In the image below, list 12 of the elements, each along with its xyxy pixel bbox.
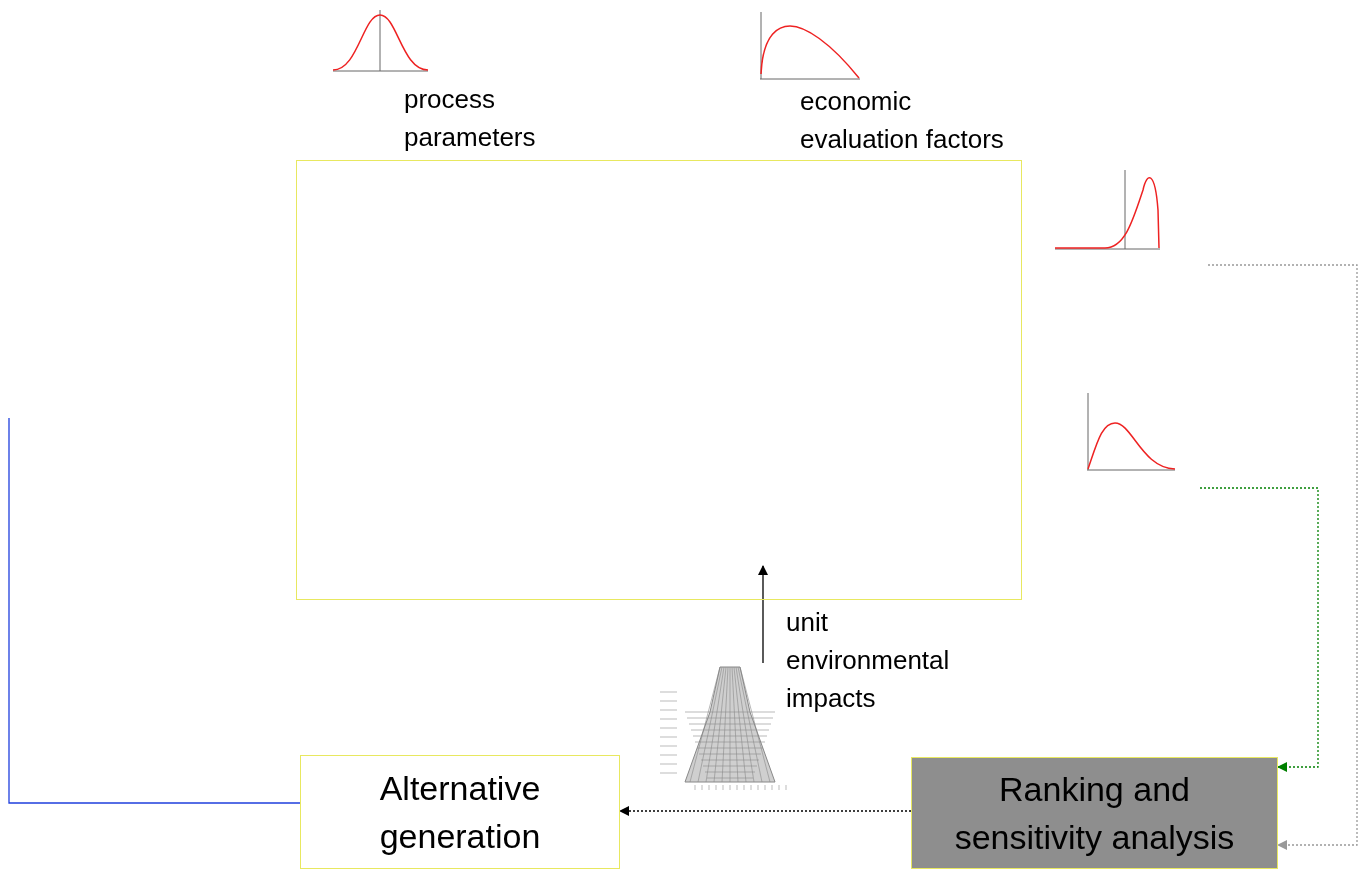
box-label: Alternative generation (378, 768, 542, 857)
box-label: Ranking and sensitivity analysis (953, 769, 1236, 858)
process-box (300, 755, 620, 869)
arrow (1199, 487, 1319, 772)
input-label: process parameters (404, 83, 537, 154)
arrow (758, 565, 768, 664)
input-label: economic evaluation factors (800, 85, 1005, 156)
process-box (911, 757, 1278, 869)
input-label: unit environmental impacts (786, 606, 946, 715)
empty-box (296, 160, 1022, 600)
arrow (619, 806, 912, 816)
arrow (1207, 264, 1358, 850)
